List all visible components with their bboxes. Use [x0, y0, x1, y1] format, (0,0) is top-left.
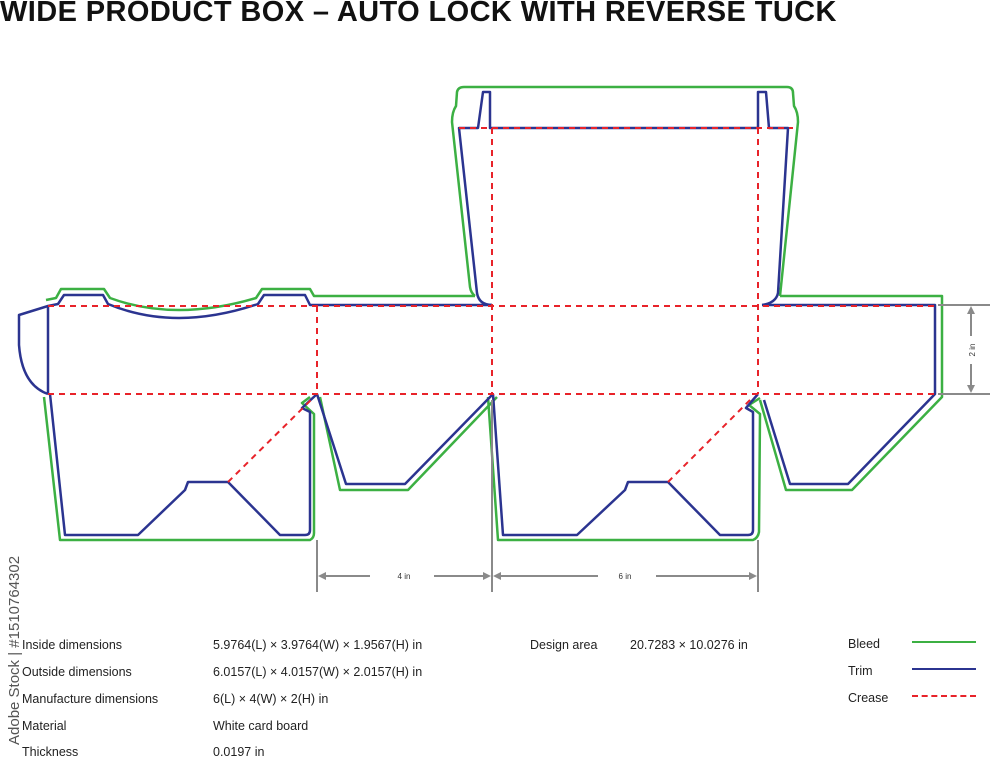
legend-swatch-trim	[912, 668, 976, 670]
dimension-label-height: 2 in	[968, 344, 977, 357]
bleed-outline	[42, 85, 944, 542]
design-area-label: Design area	[530, 638, 598, 652]
spec-label-material: Material	[22, 719, 67, 733]
legend-label-bleed: Bleed	[848, 637, 880, 651]
legend-label-crease: Crease	[848, 691, 889, 705]
spec-value-outside: 6.0157(L) × 4.0157(W) × 2.0157(H) in	[213, 665, 423, 679]
trim-outline	[17, 90, 937, 537]
spec-value-manufacture: 6(L) × 4(W) × 2(H) in	[213, 692, 329, 706]
trim-bottom-flap-3	[491, 393, 759, 537]
page-title: WIDE PRODUCT BOX – AUTO LOCK WITH REVERS…	[0, 0, 837, 28]
crease-diagonal-1	[227, 397, 314, 483]
design-area-value: 20.7283 × 10.0276 in	[630, 638, 748, 652]
legend-swatch-bleed	[912, 641, 976, 643]
bleed-right-edge	[758, 294, 944, 492]
trim-bottom-flap-2	[315, 393, 494, 486]
trim-top-flap	[457, 90, 790, 307]
spec-label-outside: Outside dimensions	[22, 665, 132, 679]
dimension-lines	[316, 304, 990, 592]
stock-watermark: Adobe Stock | #1510764302	[6, 555, 23, 745]
legend-label-trim: Trim	[848, 664, 873, 678]
spec-value-thickness: 0.0197 in	[213, 745, 265, 759]
trim-bottom-flap-1	[48, 393, 318, 537]
trim-main-strip	[46, 293, 492, 394]
spec-label-manufacture: Manufacture dimensions	[22, 692, 159, 706]
spec-label-thickness: Thickness	[22, 745, 79, 759]
bleed-bottom-flap-1	[42, 396, 316, 542]
legend-swatch-crease	[912, 695, 976, 697]
bleed-main-strip	[45, 287, 475, 312]
crease-lines	[48, 127, 935, 483]
spec-value-material: White card board	[213, 719, 309, 733]
dimension-label-width: 4 in	[398, 572, 411, 581]
dimension-label-length: 6 in	[619, 572, 632, 581]
bleed-bottom-flap-3	[486, 396, 762, 542]
crease-diagonal-2	[667, 397, 753, 483]
spec-value-inside: 5.9764(L) × 3.9764(W) × 1.9567(H) in	[213, 638, 423, 652]
trim-side-tab	[17, 304, 49, 396]
bleed-bottom-flap-2	[318, 396, 498, 492]
bleed-top-flap	[450, 85, 800, 297]
spec-label-inside: Inside dimensions	[22, 638, 123, 652]
